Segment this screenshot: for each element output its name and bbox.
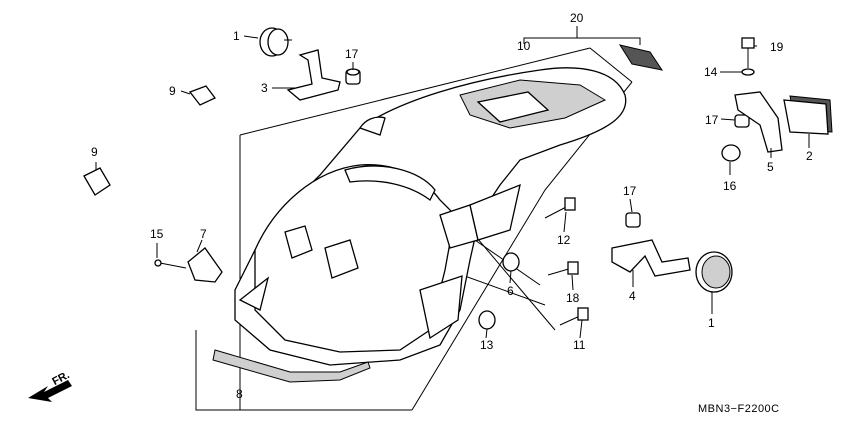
callout-13: 13 <box>480 338 494 352</box>
bracket-part-7 <box>154 247 223 283</box>
callout-11: 11 <box>573 338 586 352</box>
callout-15: 15 <box>150 227 164 241</box>
nut-part-17a <box>345 68 361 85</box>
callout-1-top: 1 <box>233 29 240 43</box>
callout-17-a: 17 <box>345 47 359 61</box>
bolt-part-18 <box>547 261 579 276</box>
grommet-part-top <box>259 27 292 57</box>
nut-part-6 <box>502 252 520 272</box>
decal-part <box>618 44 664 71</box>
reflector-part-2 <box>783 95 833 135</box>
callout-8: 8 <box>236 387 243 401</box>
nut-part-17c <box>625 212 641 228</box>
mount-part <box>238 276 270 311</box>
grommet-part-9-lower <box>83 167 111 196</box>
bracket-part-4 <box>611 239 691 277</box>
callout-9-upper: 9 <box>169 84 176 98</box>
callout-12: 12 <box>557 233 571 247</box>
splash-strip-part <box>212 349 371 383</box>
callout-16: 16 <box>723 179 737 193</box>
callout-18: 18 <box>566 291 580 305</box>
bracket-part-3 <box>286 49 341 101</box>
callout-3: 3 <box>261 81 268 95</box>
nut-part-16 <box>721 144 741 162</box>
callout-2: 2 <box>806 149 813 163</box>
callout-20: 20 <box>570 11 584 25</box>
nut-part-13 <box>478 310 496 330</box>
callout-9-lower: 9 <box>91 145 98 159</box>
callout-4: 4 <box>629 289 636 303</box>
callout-19: 19 <box>770 40 784 54</box>
front-direction-arrow-icon <box>28 380 72 402</box>
callout-6: 6 <box>507 284 514 298</box>
callout-17-b: 17 <box>705 113 719 127</box>
grommet-part-9-upper <box>188 85 217 106</box>
nut-part-17b <box>734 114 750 128</box>
bolt-part-12 <box>544 197 576 219</box>
leader-lines <box>95 26 810 386</box>
callout-1-bottom: 1 <box>708 316 715 330</box>
callout-labels: 1 3 17 9 9 15 7 8 20 10 19 14 17 16 5 2 … <box>91 11 813 401</box>
bracket-part-5 <box>734 91 783 153</box>
callout-10: 10 <box>517 39 531 53</box>
diagram-code: MBN3−F2200C <box>698 403 780 415</box>
bolt-part-11 <box>559 307 589 326</box>
rear-fender-body <box>234 67 627 366</box>
callout-17-c: 17 <box>623 184 637 198</box>
callout-7: 7 <box>200 227 207 241</box>
reflector-part-1-bottom <box>695 251 733 293</box>
bolt-part-19 <box>741 37 755 76</box>
callout-14: 14 <box>704 65 718 79</box>
callout-5: 5 <box>767 160 774 174</box>
